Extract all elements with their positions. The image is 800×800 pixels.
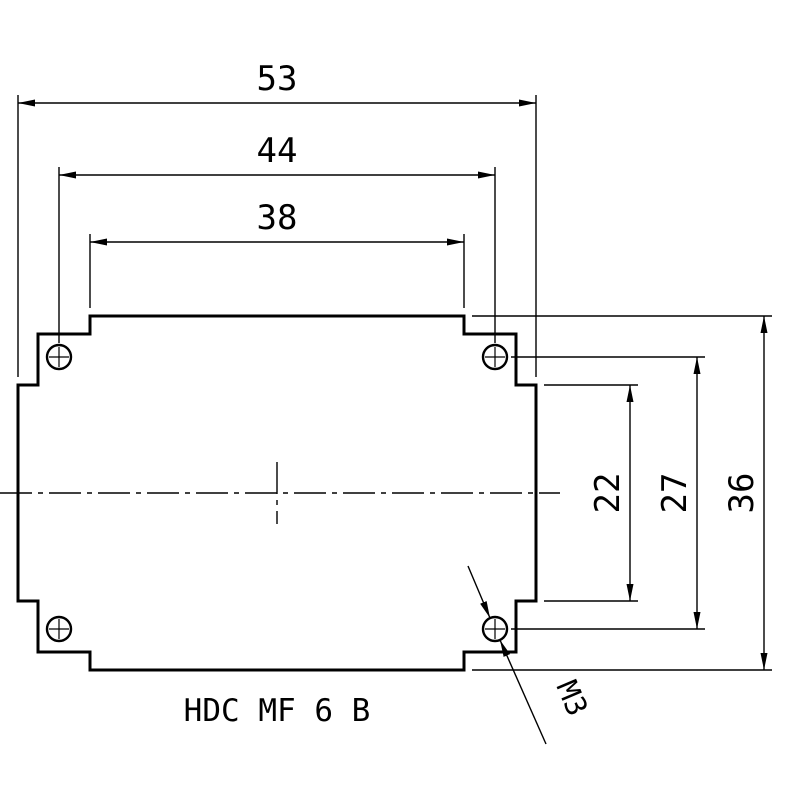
dimension-label-53: 53	[257, 59, 298, 99]
mounting-hole-bottom-left	[45, 615, 73, 643]
thread-callout: M3	[467, 565, 595, 745]
mounting-hole-bottom-right	[481, 615, 509, 643]
leader-line-lower	[499, 639, 547, 745]
part-outline	[16, 314, 538, 672]
hole-circle	[45, 343, 73, 371]
hole-circle	[481, 615, 509, 643]
dimension-overall-height: 36	[472, 315, 772, 671]
dimension-hole-pitch-vertical: 27	[511, 356, 705, 630]
dimension-label-36: 36	[722, 473, 762, 514]
dimension-label-44: 44	[257, 131, 298, 171]
dimension-hole-pitch-horizontal: 44	[58, 131, 496, 343]
dimension-body-height: 22	[544, 384, 638, 602]
mounting-hole-top-left	[45, 343, 73, 371]
dimension-label-22: 22	[588, 473, 628, 514]
hole-circle	[481, 343, 509, 371]
hole-circle	[45, 615, 73, 643]
dimension-slot-width: 38	[89, 198, 465, 308]
mounting-hole-top-right	[481, 343, 509, 371]
thread-label-m3: M3	[550, 675, 595, 720]
dimension-label-38: 38	[257, 198, 298, 238]
dimension-overall-width: 53	[17, 59, 537, 377]
dimension-label-27: 27	[655, 473, 695, 514]
leader-line-upper	[467, 565, 491, 619]
part-title: HDC MF 6 B	[184, 693, 371, 729]
